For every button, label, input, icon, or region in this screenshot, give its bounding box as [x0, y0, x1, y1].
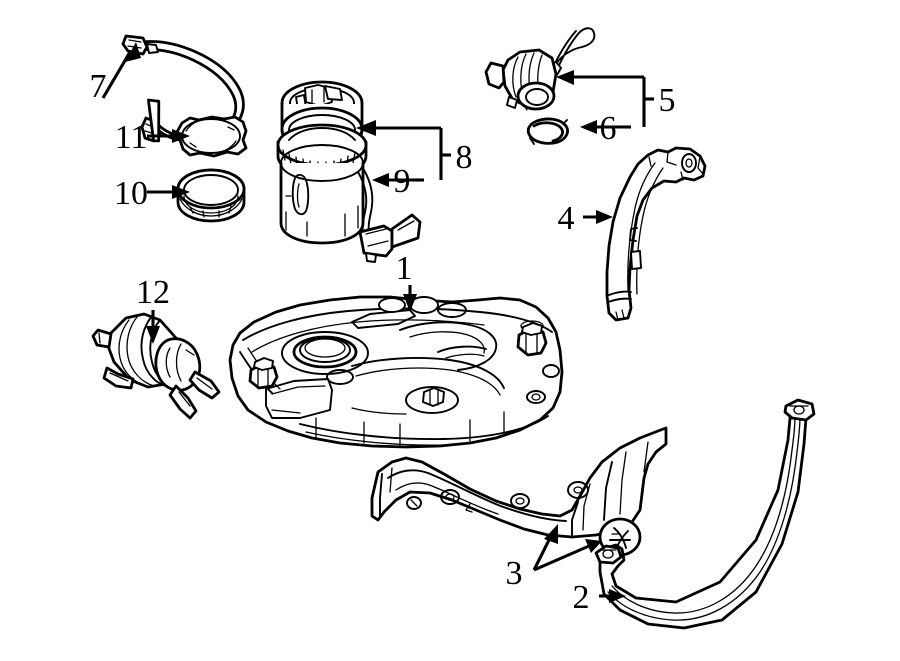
leader-3: [532, 524, 602, 572]
leader-12: [146, 310, 160, 344]
part-fuel-tank: [228, 295, 564, 449]
callout-11: 11: [115, 119, 148, 156]
callout-10: 10: [114, 175, 148, 212]
leader-bracket-5-6: [556, 70, 654, 134]
leader-11: [147, 129, 190, 143]
part-fuel-tank-strap: [594, 398, 816, 630]
leader-2: [599, 589, 626, 603]
part-fuel-filler-neck: [605, 146, 707, 322]
callout-12: 12: [136, 274, 170, 311]
part-heat-shield: [370, 426, 668, 539]
leader-bracket-8-9: [356, 120, 451, 187]
callout-8: 8: [456, 139, 473, 176]
leader-4: [583, 210, 613, 224]
leader-7: [101, 42, 141, 99]
part-filler-cap-seal: [526, 117, 569, 145]
leader-10: [147, 185, 190, 199]
callout-2: 2: [573, 579, 590, 616]
part-tank-lock-ring: [175, 115, 248, 158]
part-fuel-pump-module: [276, 80, 422, 263]
callout-6: 6: [600, 110, 617, 147]
callout-5: 5: [659, 82, 676, 119]
leader-1: [403, 285, 417, 312]
callout-3: 3: [506, 555, 523, 592]
callout-9: 9: [394, 163, 411, 200]
callout-1: 1: [396, 250, 413, 287]
callout-7: 7: [90, 68, 107, 105]
part-lock-ring-seal: [176, 168, 246, 223]
callout-4: 4: [558, 200, 575, 237]
part-fuel-filler-cap: [484, 27, 596, 111]
